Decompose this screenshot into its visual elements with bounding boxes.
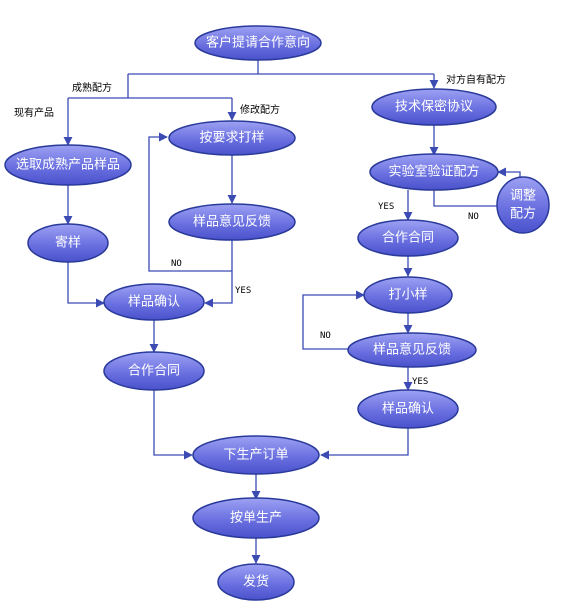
svg-text:合作合同: 合作合同 bbox=[382, 231, 434, 246]
node-adjust: 调整 配方 bbox=[496, 176, 550, 234]
node-ship: 发货 bbox=[217, 563, 295, 601]
label-own-formula: 对方自有配方 bbox=[446, 73, 506, 86]
svg-text:样品确认: 样品确认 bbox=[382, 402, 434, 417]
edge-feedback-yes bbox=[204, 271, 233, 308]
node-feedback-right: 样品意见反馈 bbox=[347, 332, 477, 368]
node-production: 按单生产 bbox=[192, 497, 320, 539]
svg-text:实验室验证配方: 实验室验证配方 bbox=[388, 164, 479, 180]
edge-feedback-right-no-loop bbox=[302, 290, 365, 350]
node-contract-right: 合作合同 bbox=[357, 219, 459, 257]
label-no-lab: NO bbox=[468, 212, 479, 222]
edges bbox=[63, 60, 525, 564]
svg-text:寄样: 寄样 bbox=[55, 235, 81, 251]
node-feedback-left: 样品意见反馈 bbox=[168, 203, 296, 241]
node-send-sample: 寄样 bbox=[27, 223, 109, 263]
node-sample-confirm-left: 样品确认 bbox=[103, 283, 205, 321]
node-client-intent: 客户提请合作意向 bbox=[194, 25, 322, 61]
label-yes-left: YES bbox=[235, 286, 251, 296]
node-nda: 技术保密协议 bbox=[371, 88, 497, 126]
node-order: 下生产订单 bbox=[192, 435, 320, 475]
svg-text:下生产订单: 下生产订单 bbox=[223, 448, 288, 463]
svg-text:按单生产: 按单生产 bbox=[230, 511, 282, 526]
label-existing-product: 现有产品 bbox=[14, 106, 54, 119]
svg-text:样品意见反馈: 样品意见反馈 bbox=[373, 342, 451, 358]
nodes: 客户提请合作意向 技术保密协议 选取成熟产品样品 按要求打样 实验室验证配方 调… bbox=[4, 25, 550, 601]
node-lab-verify: 实验室验证配方 bbox=[369, 153, 499, 191]
svg-text:样品确认: 样品确认 bbox=[128, 295, 180, 310]
label-yes-lab: YES bbox=[378, 202, 394, 212]
svg-text:按要求打样: 按要求打样 bbox=[199, 131, 264, 146]
svg-text:客户提请合作意向: 客户提请合作意向 bbox=[206, 35, 310, 51]
svg-text:配方: 配方 bbox=[510, 206, 536, 222]
edge-labels: 成熟配方 对方自有配方 现有产品 修改配方 YES NO NO YES NO Y… bbox=[14, 73, 506, 387]
node-contract-left: 合作合同 bbox=[103, 351, 205, 391]
node-pick-sample: 选取成熟产品样品 bbox=[4, 144, 132, 186]
node-sample-confirm-right: 样品确认 bbox=[357, 389, 459, 429]
svg-text:打小样: 打小样 bbox=[388, 288, 427, 303]
svg-text:选取成熟产品样品: 选取成熟产品样品 bbox=[16, 157, 120, 173]
svg-text:技术保密协议: 技术保密协议 bbox=[395, 99, 473, 115]
svg-text:样品意见反馈: 样品意见反馈 bbox=[193, 214, 271, 230]
node-custom-sample: 按要求打样 bbox=[168, 120, 296, 156]
svg-text:合作合同: 合作合同 bbox=[128, 364, 180, 379]
svg-text:发货: 发货 bbox=[243, 574, 269, 590]
svg-text:调整: 调整 bbox=[510, 189, 536, 204]
edge-send-to-confirm bbox=[67, 262, 105, 308]
edge-contract-to-order bbox=[153, 390, 193, 460]
label-modify-formula: 修改配方 bbox=[240, 103, 280, 116]
edge-feedback-no-loop bbox=[148, 132, 233, 272]
node-small-sample: 打小样 bbox=[363, 276, 453, 314]
label-no-right: NO bbox=[320, 331, 331, 341]
label-mature-formula: 成熟配方 bbox=[72, 81, 112, 94]
label-no-left: NO bbox=[171, 259, 182, 269]
edge-confirm-right-to-order bbox=[320, 428, 409, 460]
label-yes-right: YES bbox=[412, 377, 428, 387]
